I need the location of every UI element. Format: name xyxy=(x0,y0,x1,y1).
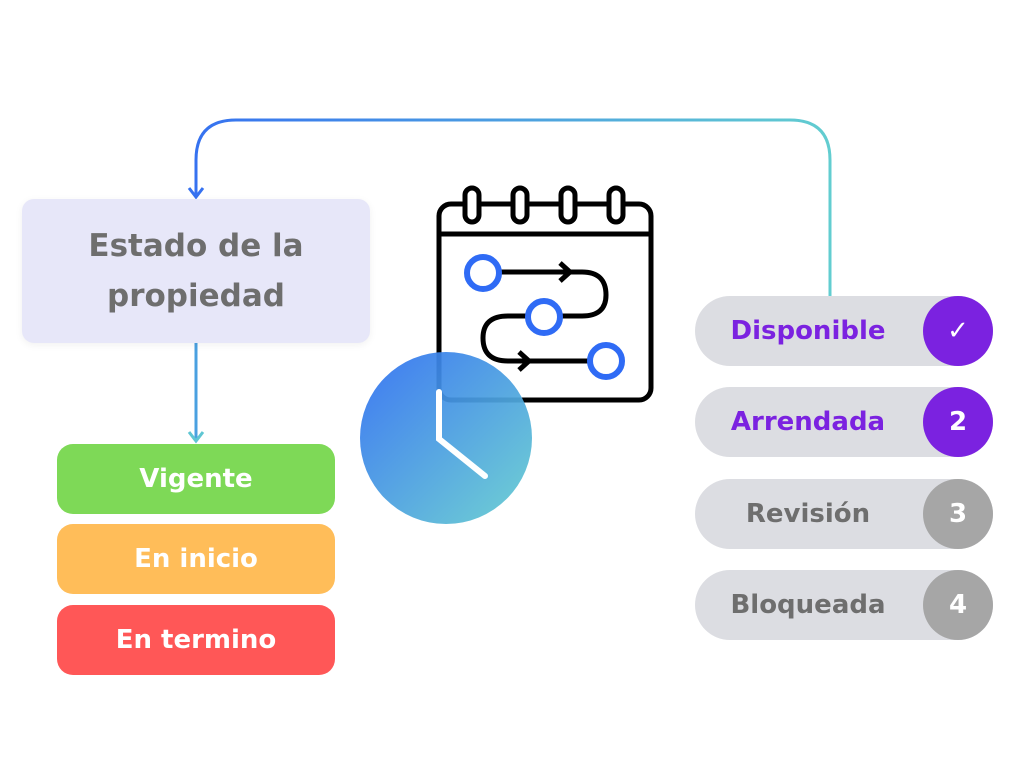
state-bloqueada: Bloqueada 4 xyxy=(695,570,993,640)
state-arrendada: Arrendada 2 xyxy=(695,387,993,457)
pill-en-inicio: En inicio xyxy=(57,524,335,594)
pill-en-termino: En termino xyxy=(57,605,335,675)
calendar-icon xyxy=(436,185,654,403)
state-label: Arrendada xyxy=(730,407,886,437)
arrow-down-icon xyxy=(187,431,205,444)
pill-label: Vigente xyxy=(139,464,253,494)
state-disponible: Disponible ✓ xyxy=(695,296,993,366)
title-text: Estado de la propiedad xyxy=(88,228,304,314)
state-label: Revisión xyxy=(745,499,871,529)
pill-label: En inicio xyxy=(134,544,258,574)
pill-vigente: Vigente xyxy=(57,444,335,514)
arrow-down-icon xyxy=(187,187,205,200)
top-connector xyxy=(194,118,832,296)
clock-icon xyxy=(360,352,532,524)
check-icon: ✓ xyxy=(923,296,993,366)
property-state-title: Estado de la propiedad xyxy=(22,199,370,343)
step-badge: 3 xyxy=(923,479,993,549)
state-label: Bloqueada xyxy=(730,590,886,620)
state-label: Disponible xyxy=(730,316,886,346)
state-revision: Revisión 3 xyxy=(695,479,993,549)
pill-label: En termino xyxy=(115,625,277,655)
step-badge: 4 xyxy=(923,570,993,640)
step-badge: 2 xyxy=(923,387,993,457)
